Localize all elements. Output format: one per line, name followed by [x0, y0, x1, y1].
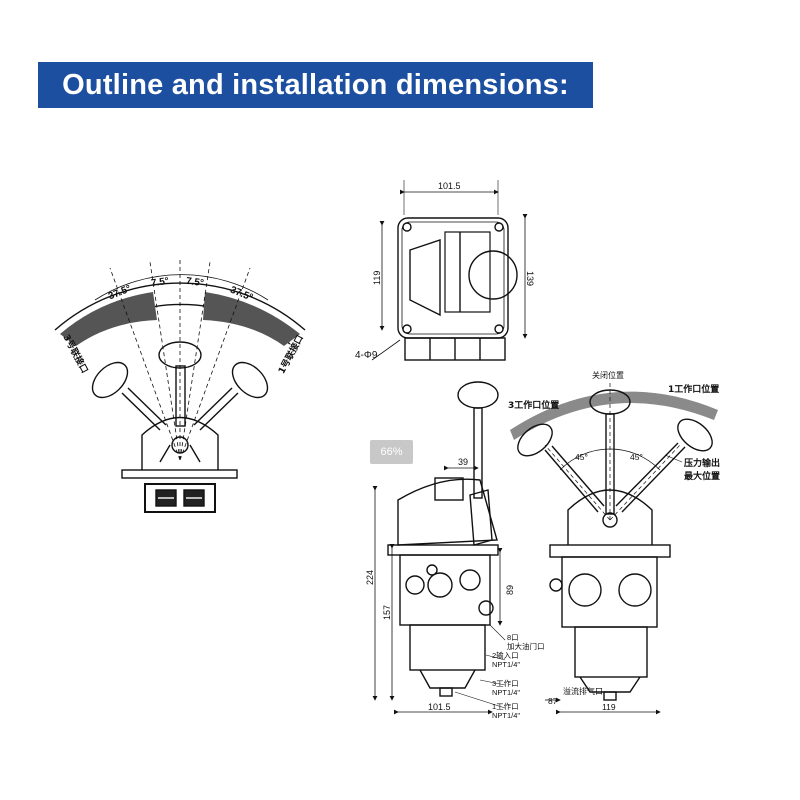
front-view: [510, 380, 718, 715]
top-body: [397, 217, 509, 339]
dim-small: 87: [548, 696, 558, 706]
callout-7: 1工作口: [492, 701, 519, 711]
side-valve-block: [399, 554, 491, 626]
callout-2: 加大油门口: [507, 641, 545, 651]
label-pressure-max-2: 最大位置: [684, 470, 720, 482]
front-housing: [567, 489, 653, 545]
dim-height-port: 89: [505, 585, 515, 595]
sector-left-fill: [60, 292, 157, 346]
front-valve-block: [561, 556, 658, 628]
callout-8: NPT1/4": [492, 711, 520, 720]
sector-right-fill: [203, 292, 300, 346]
dim-height-total: 224: [365, 570, 375, 585]
top-knob: [468, 250, 518, 300]
knob-right: [231, 361, 269, 399]
dim-height-right: 139: [525, 271, 535, 286]
knob-left: [91, 361, 129, 399]
top-view: [371, 180, 528, 361]
page-title: Outline and installation dimensions:: [38, 62, 593, 108]
dim-bottom: 101.5: [428, 702, 451, 712]
position-arc-band: [510, 391, 718, 440]
side-upper-body: [397, 478, 498, 546]
top-view-labels: 101.5 119 139 4-Φ9: [355, 181, 535, 361]
label-work1-position: 1工作口位置: [668, 383, 719, 395]
callout-4: NPT1/4": [492, 660, 520, 669]
dim-offset: 39: [458, 457, 468, 467]
dim-height-left: 119: [372, 271, 382, 285]
callout-5: 3工作口: [492, 678, 519, 688]
base-plate: [144, 483, 216, 513]
front-knob-left: [517, 423, 553, 457]
left-lever-view: [54, 258, 306, 513]
dim-height-lower: 157: [382, 605, 392, 620]
front-knob-right: [677, 418, 713, 452]
valve-housing: [141, 416, 219, 470]
callout-3: 2输入口: [492, 650, 519, 660]
label-pressure-max-1: 压力输出: [684, 457, 720, 469]
side-knob: [457, 381, 499, 409]
callout-1: 8口: [507, 633, 519, 642]
label-work3-position: 3工作口位置: [508, 399, 559, 411]
knob-center: [158, 341, 202, 369]
holes-label: 4-Φ9: [355, 350, 378, 361]
dim-width-top: 101.5: [438, 181, 461, 191]
callout-6: NPT1/4": [492, 688, 520, 697]
zoom-level-badge: 66%: [370, 440, 413, 464]
angle-left: 45°: [575, 452, 588, 462]
label-neutral-position: 关闭位置: [592, 370, 624, 380]
side-view: [372, 381, 506, 715]
label-overflow: 溢流排气口: [563, 686, 603, 696]
dim-width-front: 119: [602, 702, 616, 712]
front-view-labels: 关闭位置 3工作口位置 1工作口位置 45° 45° 压力输出 最大位置 溢流排…: [508, 370, 720, 712]
angle-label-3: 7.5°: [185, 276, 204, 289]
side-view-labels: 39 224 157 89 101.5 8口 加大油门口 2输入口 NPT1/4…: [365, 457, 545, 720]
angle-label-2: 7.5°: [150, 276, 169, 289]
angle-right: 45°: [630, 452, 643, 462]
